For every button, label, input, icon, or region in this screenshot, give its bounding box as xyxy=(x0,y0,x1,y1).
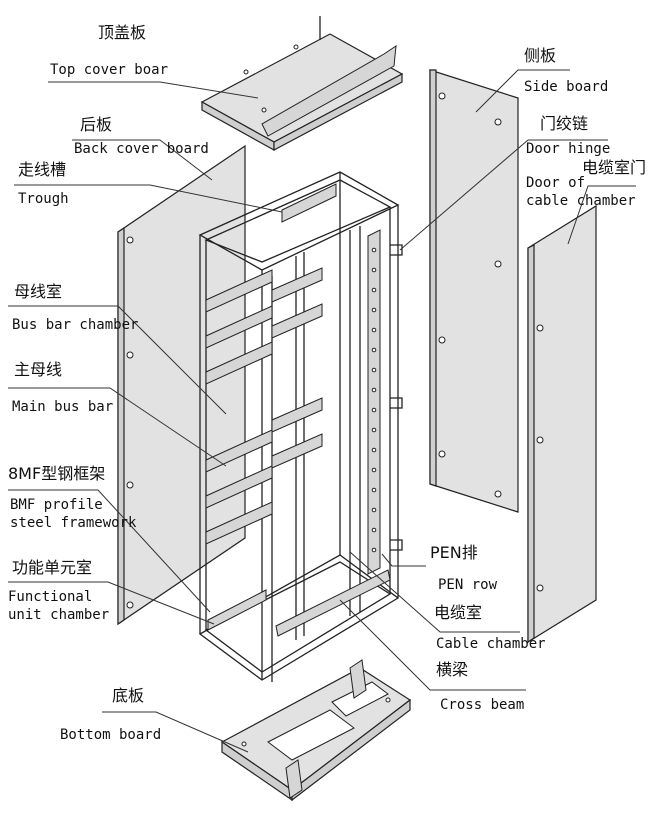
leader-side-board xyxy=(475,69,570,113)
label-framework-en2: steel framework xyxy=(10,515,137,531)
label-main-bus-bar-cn: 主母线 xyxy=(14,360,63,379)
label-functional-unit-cn: 功能单元室 xyxy=(12,558,93,577)
label-trough-cn: 走线槽 xyxy=(18,160,67,179)
leader-door-hinge xyxy=(399,139,608,251)
bottom-board xyxy=(220,659,412,802)
label-door-hinge-cn: 门绞链 xyxy=(540,114,589,133)
label-top-cover-en: Top cover boar xyxy=(50,62,169,78)
label-bus-bar-chamber-cn: 母线室 xyxy=(14,282,63,301)
label-cable-chamber-en: Cable chamber xyxy=(436,636,546,652)
cross-beam xyxy=(275,569,391,637)
pen-row xyxy=(367,229,381,575)
back-board-hole xyxy=(126,481,134,489)
bus-bars xyxy=(205,267,323,631)
label-pen-row-cn: PEN排 xyxy=(430,543,478,562)
leader-trough xyxy=(14,184,283,213)
side-board xyxy=(429,69,519,513)
label-side-board-en: Side board xyxy=(524,79,609,95)
label-cable-door-cn: 电缆室门 xyxy=(582,158,647,177)
label-bottom-board-cn: 底板 xyxy=(112,686,145,705)
trough xyxy=(281,183,337,223)
label-framework-cn: 8MF型钢框架 xyxy=(8,464,106,483)
leader-bottom-board xyxy=(102,711,249,753)
label-bottom-board-en: Bottom board xyxy=(60,727,162,743)
back-board-hole xyxy=(126,601,134,609)
label-bus-bar-chamber-en: Bus bar chamber xyxy=(12,317,139,333)
label-functional-unit-en2: unit chamber xyxy=(8,607,110,623)
label-side-board-cn: 侧板 xyxy=(524,46,557,65)
label-cable-door-en1: Door of xyxy=(526,175,586,191)
label-back-cover-en: Back cover board xyxy=(74,141,209,157)
back-board-hole xyxy=(126,236,134,244)
label-cable-chamber-cn: 电缆室 xyxy=(434,603,483,622)
leader-pen-row xyxy=(381,553,426,567)
leader-top-cover xyxy=(48,81,259,99)
leader-cable-door xyxy=(567,185,636,245)
back-board-hole xyxy=(126,351,134,359)
label-cable-door-en2: cable chamber xyxy=(526,193,636,209)
cable-chamber-door xyxy=(527,204,597,644)
leader-back-cover xyxy=(72,139,213,181)
leader-framework xyxy=(8,489,211,613)
label-cross-beam-en: Cross beam xyxy=(440,697,525,713)
leader-cable-chamber xyxy=(349,551,520,633)
leader-main-bus-bar xyxy=(8,387,227,467)
label-door-hinge-en: Door hinge xyxy=(526,141,611,157)
back-cover-board xyxy=(117,144,246,626)
label-trough-en: Trough xyxy=(18,191,69,207)
top-cover-board xyxy=(200,16,404,152)
label-back-cover-cn: 后板 xyxy=(80,115,113,134)
label-main-bus-bar-en: Main bus bar xyxy=(12,399,114,415)
label-pen-row-en: PEN row xyxy=(438,577,498,593)
label-cross-beam-cn: 横梁 xyxy=(436,660,469,679)
door-hinges xyxy=(390,244,403,551)
label-top-cover-cn: 顶盖板 xyxy=(98,23,147,42)
leader-cross-beam xyxy=(339,599,526,691)
label-framework-en1: BMF profile xyxy=(10,497,103,513)
label-functional-unit-en1: Functional xyxy=(8,589,93,605)
leader-bus-bar-chamber xyxy=(8,305,227,415)
leader-functional-unit xyxy=(8,581,215,625)
